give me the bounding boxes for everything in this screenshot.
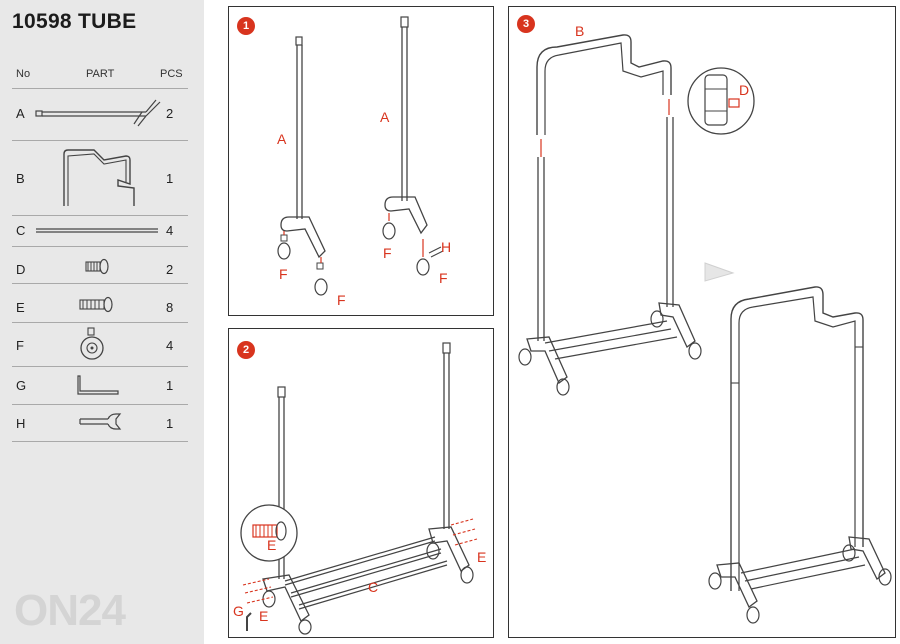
caster-wheel-f-icon (80, 327, 104, 360)
parts-list-sidebar: 10598 TUBE No PART PCS A 2 B 1 C 4 D 2 E (0, 0, 204, 644)
label-c: C (368, 579, 379, 595)
row-a-no: A (16, 106, 25, 121)
label-d: D (739, 82, 750, 98)
label-e-zoom: E (267, 537, 277, 553)
label-f-4: F (439, 270, 448, 286)
label-h: H (441, 239, 452, 255)
tube-a-icon (35, 99, 161, 127)
row-d-no: D (16, 262, 26, 277)
header-no: No (16, 68, 31, 80)
row-divider (12, 283, 188, 284)
label-g: G (233, 603, 244, 619)
row-g-pcs: 1 (166, 378, 174, 393)
row-divider (12, 246, 188, 247)
product-title: 10598 TUBE (12, 10, 137, 33)
row-e-pcs: 8 (166, 300, 174, 315)
step-2-badge: 2 (237, 341, 255, 359)
label-a-left: A (277, 131, 287, 147)
header-part: PART (86, 68, 115, 80)
row-divider (12, 140, 188, 141)
row-divider (12, 441, 188, 442)
step-1-panel: 1 A A F F F F H (228, 6, 494, 316)
frame-b-icon (63, 149, 135, 206)
screw-d-icon (85, 258, 109, 275)
label-f-2: F (337, 292, 346, 308)
label-f-3: F (383, 245, 392, 261)
row-f-no: F (16, 338, 24, 353)
step-1-badge: 1 (237, 17, 255, 35)
step-3-panel: 3 (508, 6, 896, 638)
row-e-no: E (16, 300, 25, 315)
row-divider (12, 215, 188, 216)
bar-c-icon (36, 228, 158, 233)
row-d-pcs: 2 (166, 262, 174, 277)
label-b: B (575, 23, 585, 39)
row-b-pcs: 1 (166, 171, 174, 186)
row-g-no: G (16, 378, 27, 393)
watermark-logo: ON24 (14, 586, 126, 635)
row-b-no: B (16, 171, 25, 186)
row-divider (12, 88, 188, 89)
row-h-pcs: 1 (166, 416, 174, 431)
label-a-right: A (380, 109, 390, 125)
row-c-pcs: 4 (166, 223, 174, 238)
screw-e-icon (79, 296, 113, 313)
step-2-illustration (240, 342, 478, 635)
step-2-panel: 2 E E E C G (228, 328, 494, 638)
label-e-right: E (477, 549, 487, 565)
label-e-left: E (259, 608, 269, 624)
row-divider (12, 322, 188, 323)
row-c-no: C (16, 223, 26, 238)
row-a-pcs: 2 (166, 106, 174, 121)
header-pcs: PCS (160, 68, 183, 80)
row-divider (12, 366, 188, 367)
row-divider (12, 404, 188, 405)
step-3-illustration (518, 34, 892, 624)
label-f-1: F (279, 266, 288, 282)
step-3-badge: 3 (517, 15, 535, 33)
allen-key-g-icon (77, 375, 119, 395)
row-h-no: H (16, 416, 26, 431)
step-1-illustration (277, 16, 444, 296)
wrench-h-icon (79, 413, 122, 430)
row-f-pcs: 4 (166, 338, 174, 353)
